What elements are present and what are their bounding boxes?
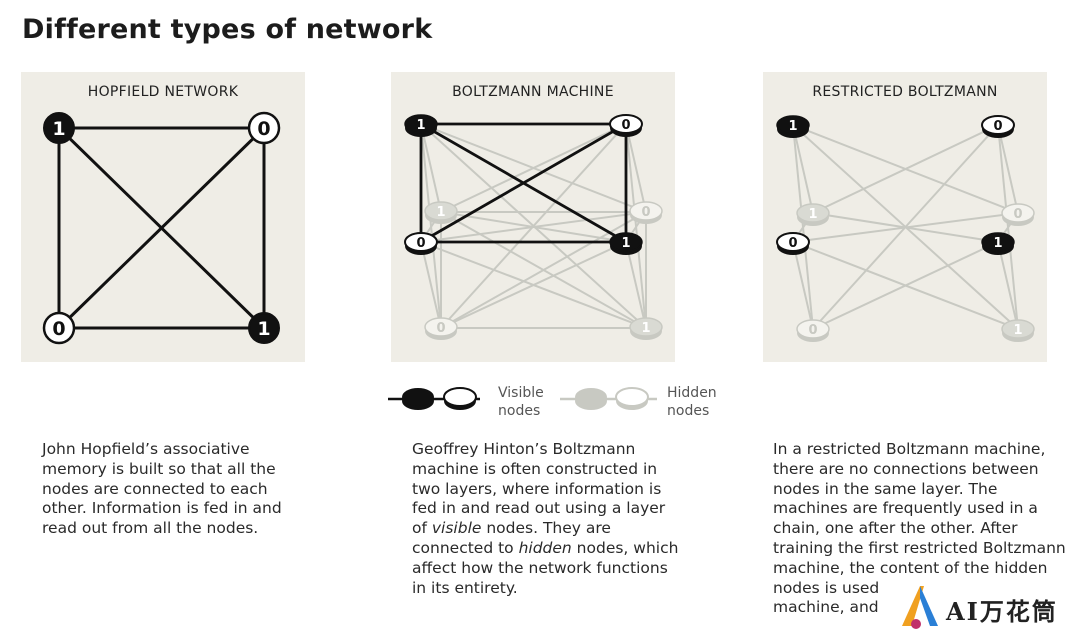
watermark: AI万花筒	[898, 582, 1068, 632]
watermark-logo-icon	[902, 586, 938, 629]
svg-text:0: 0	[416, 236, 425, 251]
svg-text:1: 1	[621, 236, 630, 251]
restricted-visible-node-2: 0	[981, 115, 1015, 138]
boltzmann-hidden-node-3: 0	[424, 317, 458, 340]
svg-text:1: 1	[436, 205, 445, 220]
restricted-visible-node-4: 1	[981, 232, 1015, 255]
svg-text:1: 1	[641, 321, 650, 336]
svg-text:0: 0	[52, 318, 65, 340]
boltzmann-hidden-node-2: 0	[629, 201, 663, 224]
svg-text:1: 1	[52, 118, 65, 140]
legend-hidden-label: Hidden nodes	[667, 385, 717, 419]
hopfield-node-top-right: 0	[247, 111, 281, 145]
restricted-hidden-node-3: 0	[796, 319, 830, 342]
restricted-visible-node-1: 1	[776, 115, 810, 138]
svg-text:0: 0	[641, 205, 650, 220]
restricted-hidden-node-1: 1	[796, 203, 830, 226]
page-title: Different types of network	[22, 14, 433, 45]
legend-visible-label: Visible nodes	[498, 385, 544, 419]
legend: Visible nodes Hidden nodes	[385, 378, 735, 424]
hopfield-edges	[57, 126, 266, 330]
legend-hidden-nodes-icon	[560, 387, 657, 410]
boltzmann-visible-node-2: 0	[609, 114, 643, 137]
svg-text:1: 1	[1013, 323, 1022, 338]
svg-text:0: 0	[1013, 207, 1022, 222]
svg-text:1: 1	[808, 207, 817, 222]
svg-text:1: 1	[788, 119, 797, 134]
hopfield-panel-title: HOPFIELD NETWORK	[87, 84, 239, 100]
boltzmann-panel: BOLTZMANN MACHINE	[391, 72, 675, 362]
restricted-hidden-node-2: 0	[1001, 203, 1035, 226]
hopfield-node-bottom-right: 1	[248, 312, 280, 344]
svg-text:0: 0	[436, 321, 445, 336]
hopfield-node-top-left: 1	[43, 112, 75, 144]
boltzmann-visible-edges	[419, 122, 628, 244]
hopfield-diagram: 1 0 0 1	[42, 111, 281, 345]
watermark-text: AI万花筒	[946, 597, 1058, 626]
boltzmann-hidden-node-1: 1	[424, 201, 458, 224]
svg-text:0: 0	[993, 119, 1002, 134]
svg-text:1: 1	[416, 118, 425, 133]
boltzmann-visible-node-4: 1	[609, 232, 643, 255]
svg-text:0: 0	[257, 118, 270, 140]
restricted-hidden-node-4: 1	[1001, 319, 1035, 342]
boltzmann-hidden-node-4: 1	[629, 317, 663, 340]
restricted-visible-node-3: 0	[776, 232, 810, 255]
legend-visible-nodes-icon	[388, 387, 480, 410]
legend-graphics	[388, 387, 657, 410]
svg-text:1: 1	[257, 318, 270, 340]
hopfield-description: John Hopfield’s associative memory is bu…	[42, 440, 282, 538]
hopfield-panel: HOPFIELD NETWORK 1 0 0 1	[21, 72, 305, 362]
boltzmann-visible-node-3: 0	[404, 232, 438, 255]
svg-text:0: 0	[621, 118, 630, 133]
restricted-panel-title: RESTRICTED BOLTZMANN	[812, 84, 998, 100]
boltzmann-visible-node-1: 1	[404, 114, 438, 137]
boltzmann-hidden-edges	[420, 123, 647, 329]
svg-text:0: 0	[788, 236, 797, 251]
hopfield-node-bottom-left: 0	[42, 311, 76, 345]
svg-text:1: 1	[993, 236, 1002, 251]
restricted-edges	[792, 124, 1019, 330]
svg-text:0: 0	[808, 323, 817, 338]
restricted-diagram: 1 0 0 1 1 0 0	[776, 115, 1035, 342]
boltzmann-diagram: 1 0 0 1 1 0 0	[404, 114, 663, 340]
boltzmann-panel-title: BOLTZMANN MACHINE	[452, 84, 614, 100]
restricted-panel: RESTRICTED BOLTZMANN 1	[763, 72, 1047, 362]
boltzmann-description: Geoffrey Hinton’s Boltzmann machine is o…	[412, 440, 679, 597]
restricted-description: In a restricted Boltzmann machine, there…	[773, 440, 1066, 617]
